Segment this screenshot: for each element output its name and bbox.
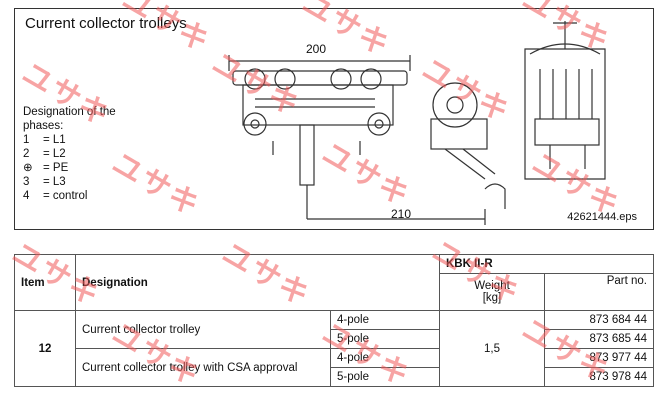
phase-row: ⊕= PE <box>23 162 69 174</box>
table-header-row: Item Designation KBK II-R <box>14 254 654 311</box>
part-number: 873 685 44 <box>544 329 654 349</box>
dimension-bottom: 210 <box>391 207 412 221</box>
phase-legend: Designation of the phases: 1= L1 2= L2 ⊕… <box>23 105 143 203</box>
spec-table: Item Designation KBK II-R Weight [kg] Pa… <box>14 254 654 387</box>
phase-legend-heading: Designation of the phases: <box>23 106 116 132</box>
table-subheader-row: Weight [kg] Part no. <box>15 273 654 311</box>
part-number: 873 684 44 <box>544 310 654 330</box>
pole-cell: 5-pole <box>330 367 440 387</box>
table-row: 5-pole 873 978 44 <box>15 367 654 387</box>
weight-value: 1,5 <box>439 310 545 387</box>
figure-title: Current collector trolleys <box>25 15 187 32</box>
phase-row: 4= control <box>23 190 88 202</box>
header-designation: Designation <box>75 254 440 311</box>
table-row: Current collector trolley with CSA appro… <box>15 348 654 387</box>
header-part-no: Part no. <box>544 273 654 311</box>
header-weight: Weight [kg] <box>439 273 545 311</box>
pole-cell: 5-pole <box>330 329 440 349</box>
phase-row: 1= L1 <box>23 134 66 146</box>
phase-row: 3= L3 <box>23 176 66 188</box>
header-group: KBK II-R <box>439 254 654 274</box>
part-number: 873 978 44 <box>544 367 654 387</box>
figure-panel: Current collector trolleys Designation o… <box>14 8 654 230</box>
table-row: 12 Current collector trolley 4-pole 1,5 … <box>14 310 654 387</box>
pole-cell: 4-pole <box>330 310 440 330</box>
designation-cell: Current collector trolley with CSA appro… <box>75 348 331 387</box>
phase-row: 2= L2 <box>23 148 66 160</box>
figure-file-name: 42621444.eps <box>567 211 637 223</box>
item-number: 12 <box>14 310 76 387</box>
header-item: Item <box>14 254 76 311</box>
trolley-drawing <box>228 21 606 225</box>
earth-symbol-icon: ⊕ <box>23 162 33 174</box>
dimension-top: 200 <box>306 42 327 56</box>
designation-cell: Current collector trolley <box>75 310 331 349</box>
part-number: 873 977 44 <box>544 348 654 368</box>
pole-cell: 4-pole <box>330 348 440 368</box>
